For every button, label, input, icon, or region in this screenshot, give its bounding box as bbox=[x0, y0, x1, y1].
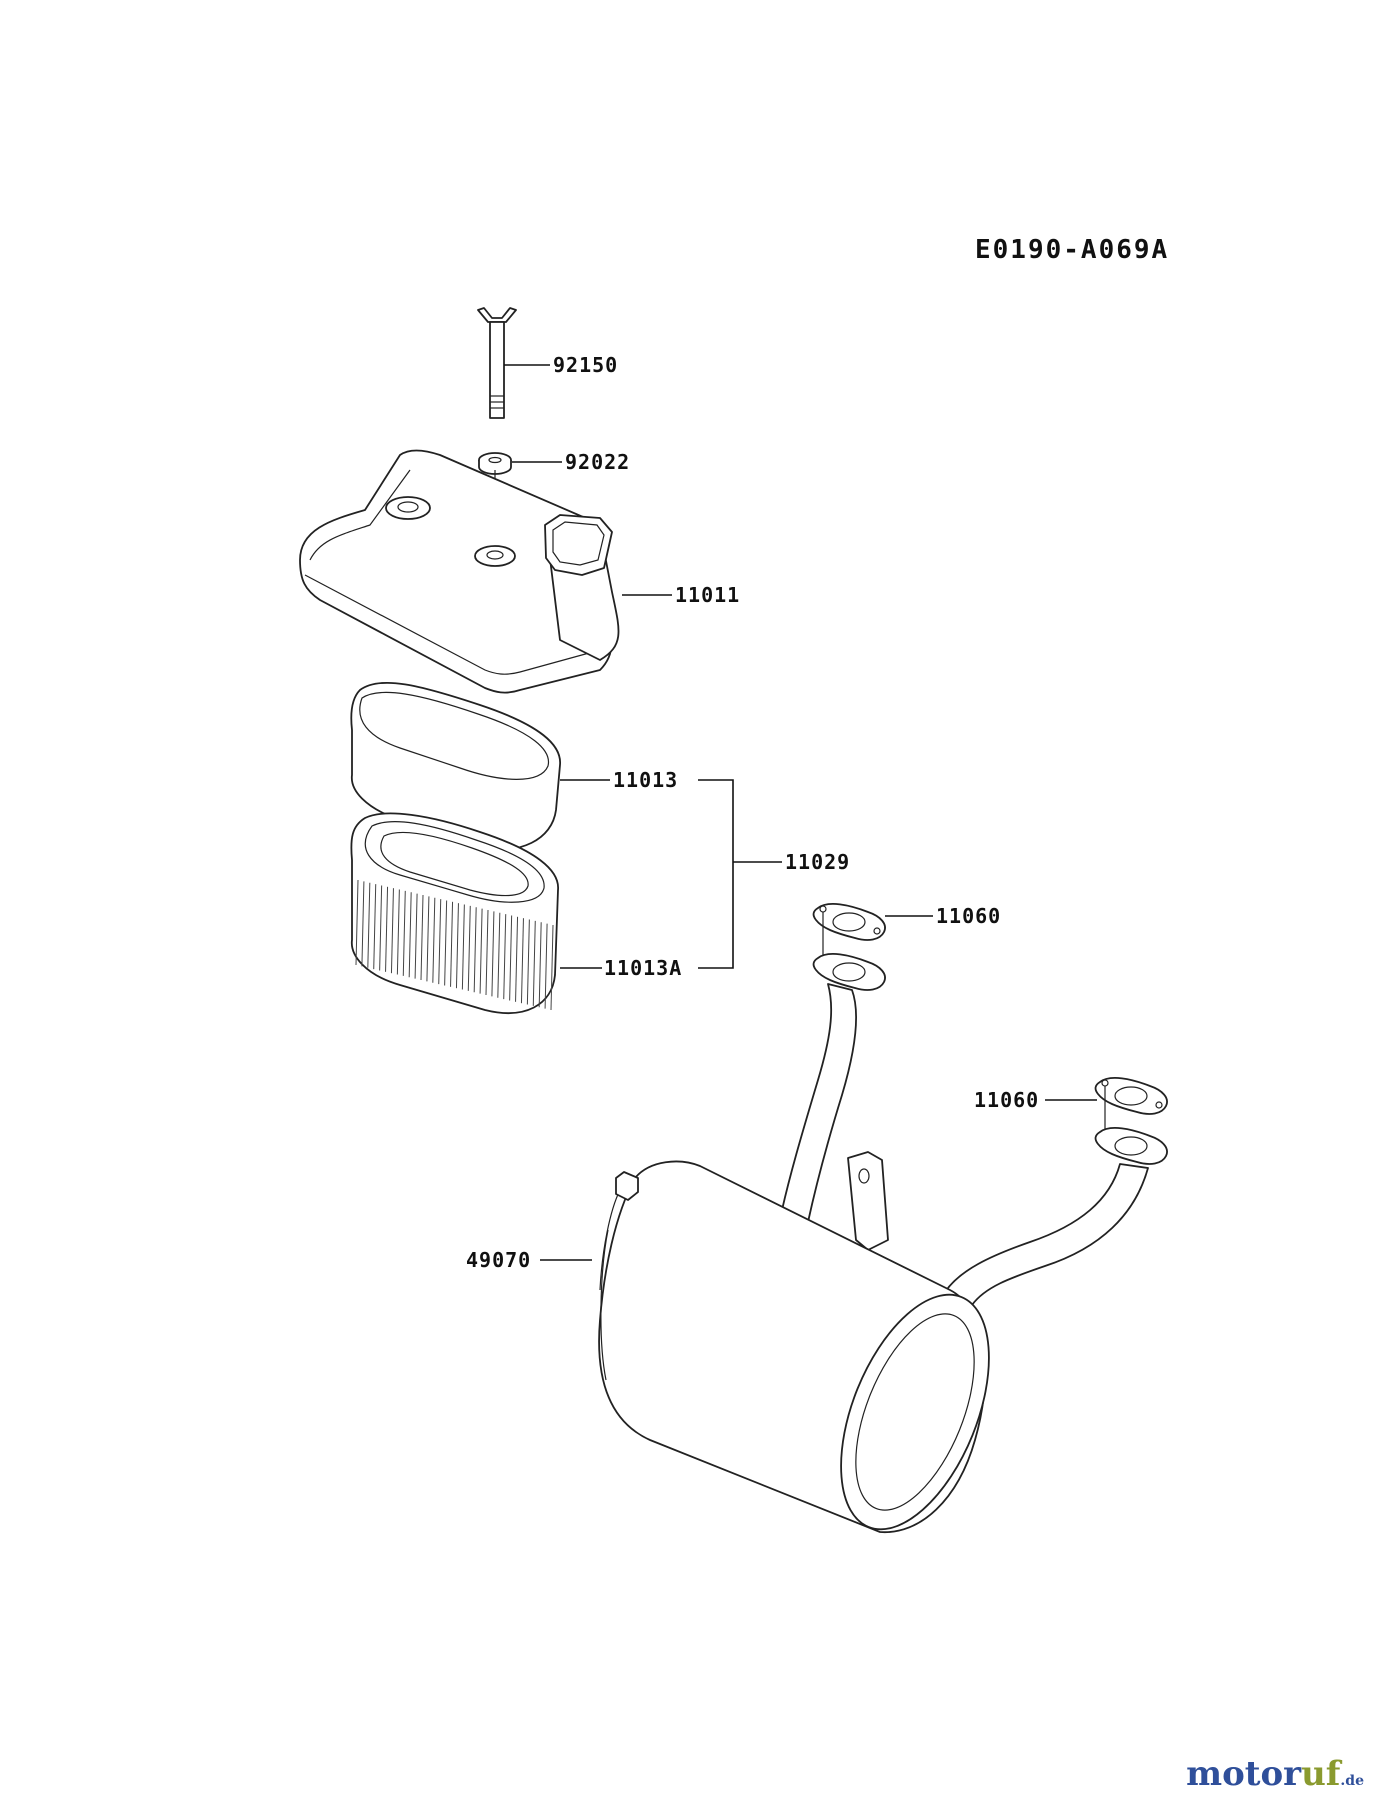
filter-pleat bbox=[491, 911, 495, 997]
filter-pleat bbox=[503, 914, 507, 1000]
filter-pleat bbox=[515, 916, 519, 1002]
filter-pleat bbox=[450, 901, 454, 987]
label-49070: 49070 bbox=[466, 1248, 531, 1272]
label-11060-upper: 11060 bbox=[936, 904, 1001, 928]
filter-pleat bbox=[373, 884, 377, 970]
filter-pleat bbox=[426, 896, 430, 982]
watermark-uf: uf bbox=[1301, 1754, 1341, 1794]
filter-pleat bbox=[485, 909, 489, 996]
label-11011: 11011 bbox=[675, 583, 740, 607]
filter-pleat bbox=[385, 886, 389, 972]
filter-pleat bbox=[355, 879, 359, 966]
filter-pleat bbox=[467, 905, 471, 991]
mounting-bracket bbox=[847, 1151, 889, 1251]
filter-pleat bbox=[532, 920, 536, 1006]
watermark-logo: motoruf.de bbox=[1186, 1754, 1364, 1794]
filter-pleat bbox=[526, 919, 530, 1005]
filter-pleat bbox=[461, 904, 465, 990]
muffler-part bbox=[598, 1160, 990, 1533]
filter-pleat bbox=[520, 918, 524, 1004]
label-11029: 11029 bbox=[785, 850, 850, 874]
filter-pleat bbox=[444, 900, 448, 986]
filter-pleat bbox=[414, 893, 418, 979]
label-11013a: 11013A bbox=[604, 956, 682, 980]
filter-pleat bbox=[408, 892, 412, 978]
filter-pleat bbox=[509, 915, 513, 1001]
filter-pleat bbox=[538, 922, 542, 1008]
assembly-bracket bbox=[698, 779, 782, 969]
watermark-suffix: .de bbox=[1340, 1773, 1364, 1789]
wing-bolt-part bbox=[477, 307, 517, 419]
gasket-lower-part bbox=[1094, 1077, 1168, 1115]
gasket-upper-part bbox=[812, 903, 886, 941]
filter-pleat bbox=[455, 903, 459, 989]
label-11013: 11013 bbox=[613, 768, 678, 792]
filter-pleat bbox=[497, 912, 501, 998]
filter-pleat bbox=[473, 907, 477, 993]
filter-pleat bbox=[396, 889, 400, 975]
washer-part bbox=[478, 452, 512, 475]
watermark-motor: motor bbox=[1186, 1754, 1302, 1794]
filter-pleat bbox=[379, 885, 383, 971]
filter-pleat bbox=[550, 924, 554, 1011]
label-92150: 92150 bbox=[553, 353, 618, 377]
filter-pleat bbox=[367, 882, 371, 968]
diagram-code: E0190-A069A bbox=[975, 235, 1169, 265]
air-cleaner-cover-part bbox=[299, 449, 620, 694]
pre-cleaner-part bbox=[350, 681, 561, 851]
filter-pleat bbox=[402, 890, 406, 976]
filter-pleat bbox=[544, 923, 548, 1009]
exhaust-pipe-lower bbox=[944, 1127, 1168, 1306]
filter-pleat bbox=[432, 897, 436, 983]
label-92022: 92022 bbox=[565, 450, 630, 474]
filter-pleat bbox=[438, 899, 442, 985]
label-11060-lower: 11060 bbox=[974, 1088, 1039, 1112]
filter-pleat bbox=[390, 888, 394, 974]
filter-pleat bbox=[420, 894, 424, 981]
filter-mesh bbox=[355, 879, 554, 1011]
filter-pleat bbox=[479, 908, 483, 994]
filter-pleat bbox=[361, 881, 365, 967]
